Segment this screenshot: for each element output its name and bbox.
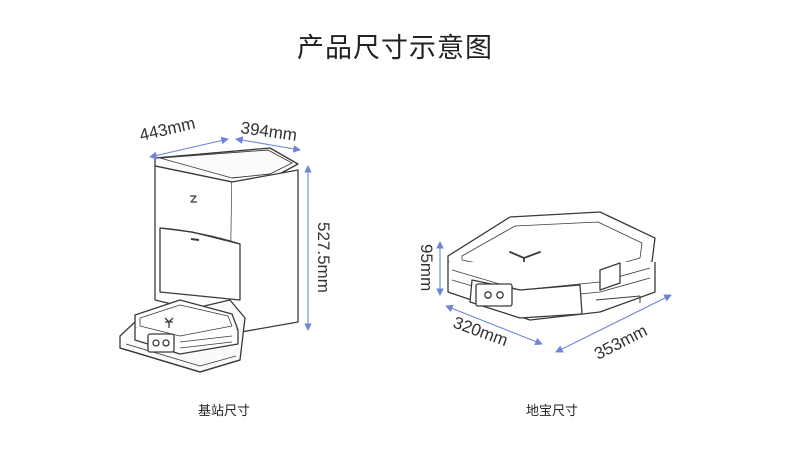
- robot-dimensions: [436, 241, 672, 353]
- robot-height-label: 95mm: [417, 244, 436, 291]
- base-station-height-label: 527.5mm: [314, 222, 333, 293]
- base-station-dimensions: [149, 136, 312, 331]
- page-title: 产品尺寸示意图: [297, 33, 493, 64]
- base-station-depth-label: 443mm: [138, 114, 198, 145]
- robot-caption: 地宝尺寸: [526, 404, 579, 419]
- robot-depth-label: 320mm: [451, 313, 511, 350]
- base-station-caption: 基站尺寸: [198, 404, 251, 419]
- base-station-illustration: [119, 147, 299, 373]
- robot-illustration: [447, 211, 656, 321]
- robot-width-label: 353mm: [591, 321, 650, 364]
